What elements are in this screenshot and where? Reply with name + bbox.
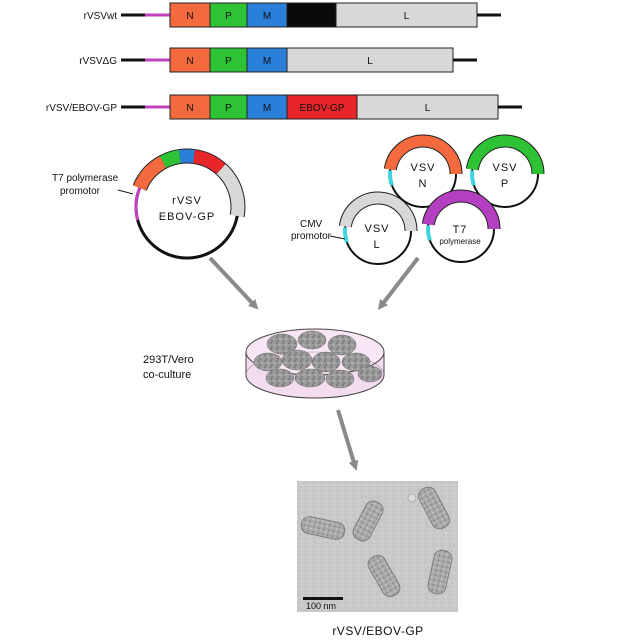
gene-segment: M [246,47,288,73]
genome-label: rVSVΔG [79,56,117,67]
cmv-promoter-arc [388,170,394,186]
gene-segment: N [169,47,211,73]
culture-label-line1: 293T/Vero [143,354,194,366]
gene-segment-label: P [225,56,232,67]
gene-segment-label: L [367,56,373,67]
arrow-helpers-to-culture [377,256,420,310]
cmv-promoter-arc [470,170,476,186]
genome-label: rVSV/EBOV-GP [46,103,117,114]
virion-particle [300,516,346,540]
cmv-promoter-label-line2: promotor [291,231,332,242]
helper-n-line1: VSV [410,162,435,174]
genome-row: rVSVΔG N P M L [79,47,477,73]
gene-segment-label: P [225,103,232,114]
cell-colony [253,352,283,372]
gene-segment: N [169,94,211,120]
cmv-promoter-arc [343,227,349,243]
culture-label-line2: co-culture [143,369,191,381]
gene-segment-label: L [425,103,431,114]
gene-segment-label: N [186,56,193,67]
gene-segment-label: L [404,11,410,22]
gene-segment: P [209,47,248,73]
gene-segment: L [335,2,478,28]
t7-promoter-label-line2: promotor [60,186,101,197]
cell-colony [327,334,357,356]
arrow-culture-to-virions [336,409,359,471]
cmv-promoter-label-line1: CMV [300,219,323,230]
gene-segment: N [169,2,211,28]
gene-segment-label: G [308,11,316,22]
helper-l-line2: L [373,239,380,251]
gene-segment: L [286,47,454,73]
gene-segment: P [209,2,248,28]
gene-segment-label: P [225,11,232,22]
helper-plasmid [338,191,418,265]
helper-plasmid [465,134,545,208]
scale-bar [303,597,343,600]
helper-l-line1: VSV [364,223,389,235]
gene-segment: M [246,94,288,120]
virion-particle [367,554,401,598]
gene-segment: P [209,94,248,120]
main-plasmid-name-line2: EBOV-GP [159,211,216,223]
virion-particle [427,549,453,595]
cell-colony [311,351,341,373]
cell-colony [341,352,371,372]
gene-segment-label: M [263,11,271,22]
main-plasmid-name-line1: rVSV [172,195,202,207]
cmv-promoter-leader-line [329,235,346,240]
cell-colony [294,368,326,388]
gene-segment: G [286,2,337,28]
virion-particle [418,486,450,530]
helper-plasmid [421,189,501,263]
cell-colony [325,369,355,389]
gene-segment-label: M [263,103,271,114]
gene-segment-label: N [186,11,193,22]
cmv-promoter-arc [426,225,432,241]
helper-p-line2: P [501,178,509,190]
arrow-main-to-culture [208,256,259,310]
gene-segment-label: M [263,56,271,67]
gene-segment: L [356,94,499,120]
gene-segment: EBOV-GP [286,94,358,120]
cell-colony [297,330,327,350]
helper-t7-line2: polymerase [439,237,481,246]
helper-p-line1: VSV [492,162,517,174]
main-plasmid: T7 polymerase promotor rVSV EBOV-GP [52,148,246,260]
helper-n-line2: N [419,178,428,190]
virion-particle [352,500,384,542]
gene-segment-label: N [186,103,193,114]
cell-colony [266,333,298,355]
cell-colony [357,365,383,383]
main-plasmid-promoter [134,187,142,221]
t7-promoter-leader-line [117,189,134,195]
genome-row: rVSV/EBOV-GP N P M EBOV-GP L [46,94,522,120]
cell-colonies [253,330,383,389]
genome-row: rVSVwt N P M G L [84,2,501,28]
helper-plasmid [383,134,463,208]
genome-label: rVSVwt [84,11,118,22]
scale-bar-label: 100 nm [306,601,336,611]
t7-promoter-label-line1: T7 polymerase [52,173,119,184]
gene-segment: M [246,2,288,28]
electron-micrograph: 100 nm [297,481,458,612]
cell-colony [265,368,295,388]
gene-segment-label: EBOV-GP [299,103,344,114]
helper-t7-line1: T7 [453,224,468,236]
culture-dish: 293T/Vero co-culture [143,328,385,399]
cell-colony [281,349,313,371]
final-product-label: rVSV/EBOV-GP [332,624,423,638]
